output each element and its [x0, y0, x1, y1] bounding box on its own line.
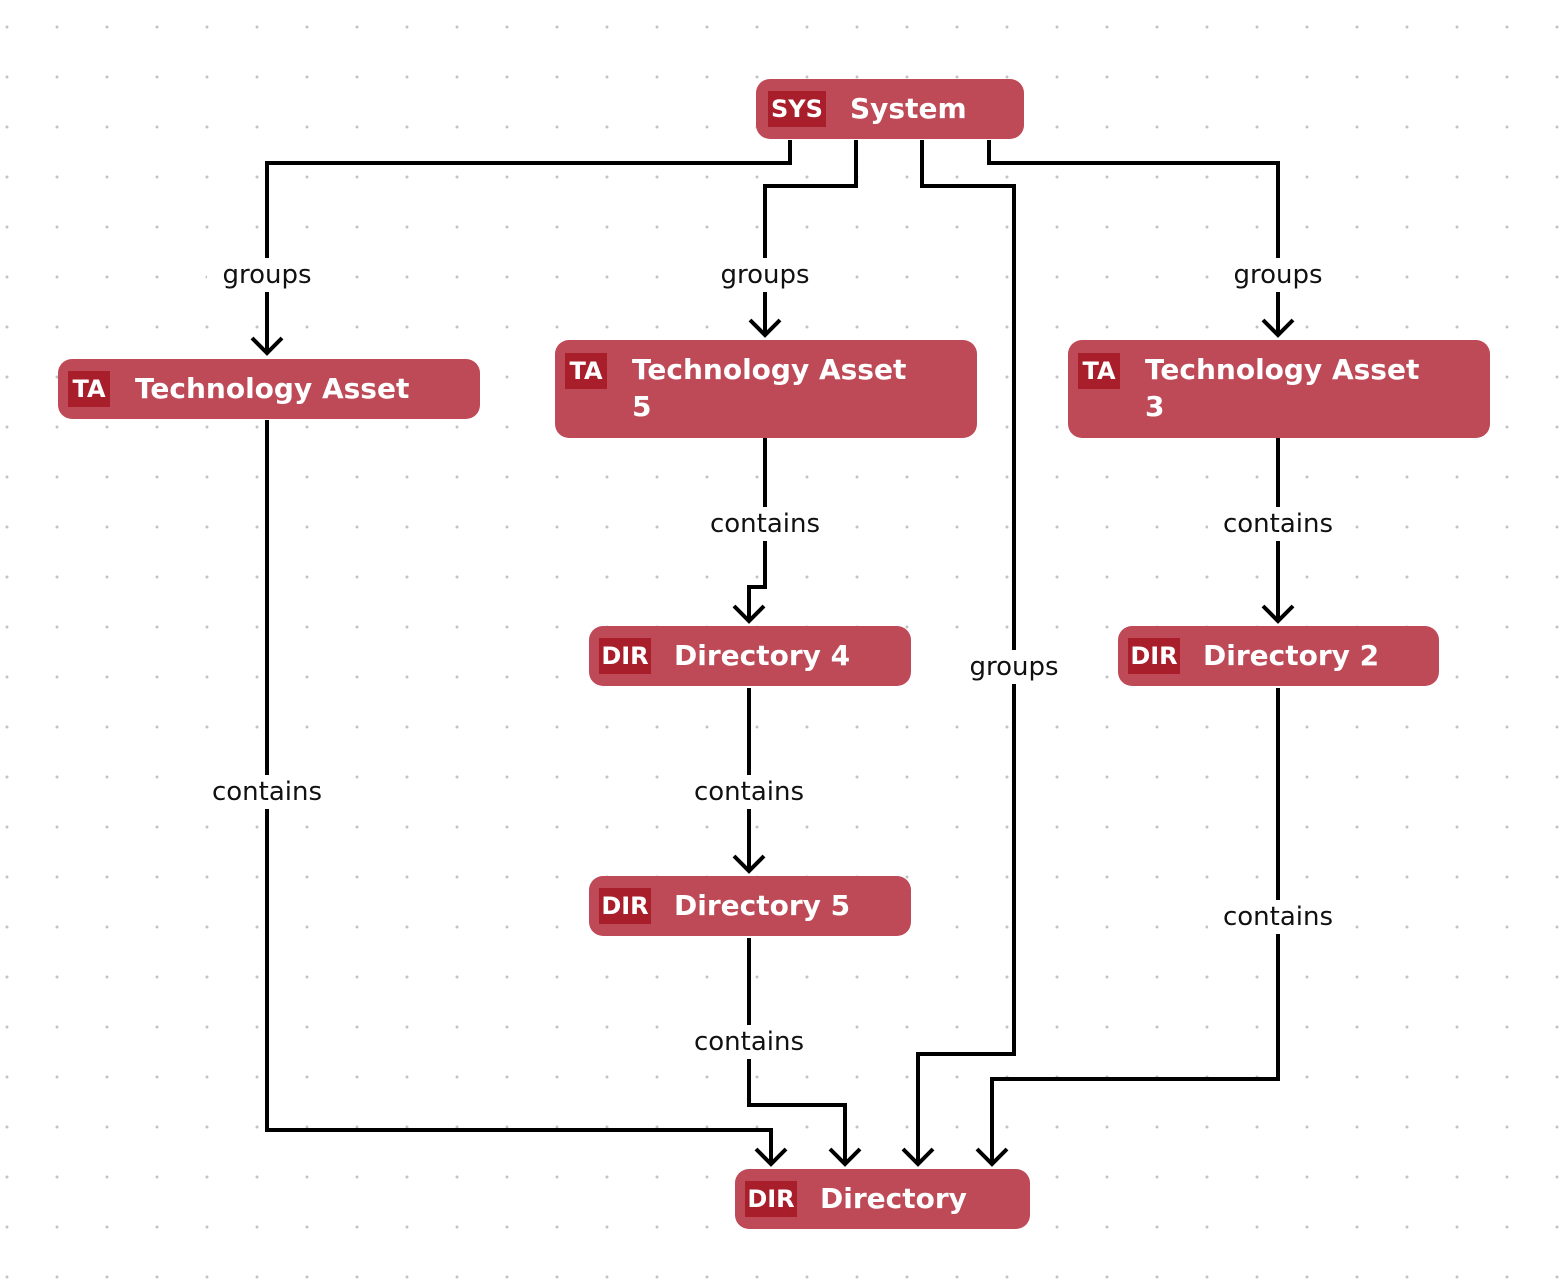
node-type-badge: TA [68, 371, 110, 407]
node-directory-5[interactable]: DIR Directory 5 [589, 876, 911, 936]
edge-ta1-dir-arrowhead [754, 1147, 788, 1167]
edge-label-ta5-dir4: contains [695, 507, 835, 541]
edge-ta3-dir2-arrowhead [1261, 604, 1295, 624]
edge-system-dir-arrowhead [901, 1147, 935, 1167]
node-system[interactable]: SYS System [756, 79, 1024, 139]
node-technology-asset[interactable]: TA Technology Asset [58, 359, 480, 419]
edge-label-dir5-dir: contains [679, 1025, 819, 1059]
node-technology-asset-5[interactable]: TA Technology Asset 5 [555, 340, 977, 438]
node-type-badge: DIR [745, 1181, 797, 1217]
edge-system-ta5[interactable] [763, 140, 858, 334]
node-technology-asset-3[interactable]: TA Technology Asset 3 [1068, 340, 1490, 438]
edge-label-system-ta3: groups [1218, 258, 1338, 292]
node-label: Directory 5 [674, 889, 851, 922]
edge-dir2-dir[interactable] [990, 688, 1280, 1163]
edge-dir4-dir5-arrowhead [732, 854, 766, 874]
node-label: Technology Asset 5 [632, 353, 907, 423]
node-label: Directory [820, 1182, 967, 1215]
node-type-badge: DIR [599, 638, 651, 674]
node-label: Technology Asset [135, 372, 410, 405]
node-label: Directory 2 [1203, 639, 1380, 672]
node-directory-4[interactable]: DIR Directory 4 [589, 626, 911, 686]
edge-ta5-dir4-arrowhead [732, 604, 766, 624]
node-type-badge: SYS [768, 91, 826, 127]
node-directory-2[interactable]: DIR Directory 2 [1118, 626, 1439, 686]
edge-system-dir[interactable] [916, 140, 1016, 1163]
node-type-badge: DIR [1128, 638, 1180, 674]
edge-dir5-dir[interactable] [747, 938, 847, 1163]
node-type-badge: DIR [599, 888, 651, 924]
node-type-badge: TA [565, 353, 607, 389]
edge-system-ta1-arrowhead [250, 336, 284, 356]
edge-dir5-dir-arrowhead [828, 1147, 862, 1167]
edge-label-system-ta1: groups [207, 258, 327, 292]
node-type-badge: TA [1078, 353, 1120, 389]
edge-label-system-ta5: groups [705, 258, 825, 292]
edge-dir2-dir-arrowhead [975, 1147, 1009, 1167]
edge-label-system-dir: groups [954, 650, 1074, 684]
edge-label-dir2-dir: contains [1208, 900, 1348, 934]
edge-system-ta5-arrowhead [748, 318, 782, 338]
edge-system-ta1[interactable] [265, 140, 792, 352]
edge-label-ta3-dir2: contains [1208, 507, 1348, 541]
node-label: Technology Asset 3 [1145, 353, 1420, 423]
edge-system-ta3[interactable] [987, 140, 1280, 334]
node-label: System [850, 92, 967, 125]
edge-label-ta1-dir: contains [197, 775, 337, 809]
node-label: Directory 4 [674, 639, 851, 672]
edge-system-ta3-arrowhead [1261, 318, 1295, 338]
node-directory[interactable]: DIR Directory [735, 1169, 1030, 1229]
edge-label-dir4-dir5: contains [679, 775, 819, 809]
